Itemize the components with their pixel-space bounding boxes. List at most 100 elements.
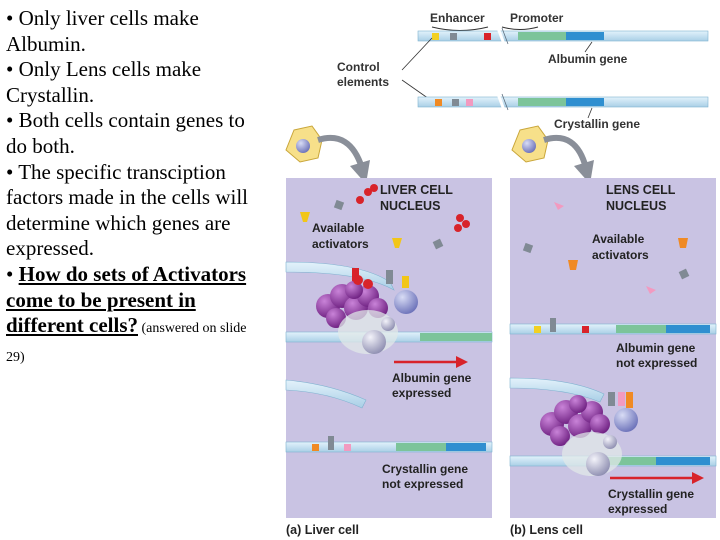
- activator-protein: [456, 214, 464, 222]
- enhancer-bracket: [431, 26, 489, 31]
- activator-protein: [392, 238, 402, 248]
- activator-protein: [356, 196, 364, 204]
- slide-text: • Only liver cells make Albumin. • Only …: [6, 6, 268, 370]
- albumin-promoter: [420, 333, 492, 341]
- transcription-complex: [316, 275, 418, 354]
- gene-expression-figure: Enhancer Promoter Albumin gene Control e…: [285, 11, 717, 537]
- enhancer-element: [466, 99, 473, 106]
- liver-activators-label-line2: activators: [312, 237, 369, 251]
- bound-activator: [352, 268, 359, 282]
- zoom-arrow: [317, 134, 365, 169]
- activator-protein: [364, 188, 372, 196]
- activator-protein: [678, 268, 690, 280]
- crystallin-gene-region: [566, 98, 604, 106]
- transcription-complex: [540, 395, 638, 476]
- question-note: (answered on slide 29): [6, 321, 247, 365]
- nucleus-icon: [522, 139, 536, 153]
- control-elements-label-line2: elements: [337, 75, 389, 89]
- enhancer-element: [344, 444, 351, 451]
- enhancer-element: [534, 326, 541, 333]
- bound-activator: [626, 392, 633, 408]
- liver-not-expressed-label-line2: not expressed: [382, 477, 463, 491]
- lens-caption: (b) Lens cell: [510, 523, 583, 537]
- enhancer-element: [435, 99, 442, 106]
- albumin-gene-region: [566, 32, 604, 40]
- liver-nucleus-title-line2: NUCLEUS: [380, 199, 440, 213]
- albumin-promoter: [616, 325, 666, 333]
- lens-dna-loop: [509, 377, 605, 403]
- liver-dna-loop: [285, 261, 395, 291]
- activator-protein: [678, 238, 688, 248]
- control-pointer: [401, 37, 433, 71]
- crystallin-gene-region: [656, 457, 710, 465]
- enhancer-element: [484, 33, 491, 40]
- activator-protein: [370, 184, 378, 192]
- liver-not-expressed-label-line1: Crystallin gene: [382, 462, 468, 476]
- liver-caption: (a) Liver cell: [286, 523, 359, 537]
- crystallin-gene-label: Crystallin gene: [554, 117, 640, 131]
- liver-nucleus-title-line1: LIVER CELL: [380, 183, 453, 197]
- crystallin-promoter: [396, 443, 446, 451]
- lens-activators-label-line2: activators: [592, 248, 649, 262]
- bound-activator: [608, 392, 615, 406]
- liver-cell-panel: LIVER CELL NUCLEUS Available activators: [285, 125, 493, 537]
- lens-nucleus-title-line2: NUCLEUS: [606, 199, 666, 213]
- lens-nucleus-title-line1: LENS CELL: [606, 183, 676, 197]
- activator-protein: [522, 242, 534, 254]
- activator-protein: [646, 286, 656, 294]
- bound-activator: [402, 276, 409, 288]
- promoter-label: Promoter: [510, 11, 564, 25]
- enhancer-element: [582, 326, 589, 333]
- lens-dna-albumin: [509, 323, 717, 335]
- lens-not-expressed-label-line1: Albumin gene: [616, 341, 696, 355]
- expression-arrowhead: [692, 472, 704, 484]
- liver-expressed-label-line2: expressed: [392, 386, 451, 400]
- liver-nucleus-area: [286, 178, 492, 518]
- zoom-arrow: [543, 134, 589, 169]
- bullet-1: • Only liver cells make Albumin.: [6, 6, 199, 56]
- liver-activators-label-line1: Available: [312, 221, 365, 235]
- lens-not-expressed-label-line2: not expressed: [616, 356, 697, 370]
- activator-protein: [300, 212, 310, 222]
- bullet-4: • The specific transciption factors made…: [6, 159, 249, 261]
- activator-protein: [432, 238, 444, 250]
- enhancer-element: [450, 33, 457, 40]
- albumin-dna-strand: [417, 27, 709, 45]
- enhancer-element: [312, 444, 319, 451]
- albumin-gene-region: [666, 325, 710, 333]
- lens-activators-label-line1: Available: [592, 232, 645, 246]
- activator-protein: [554, 202, 564, 210]
- lens-expressed-label-line2: expressed: [608, 502, 667, 516]
- bullet-2: • Only Lens cells make Crystallin.: [6, 57, 202, 107]
- activator-protein: [454, 224, 462, 232]
- liver-expressed-label-line1: Albumin gene: [392, 371, 472, 385]
- bound-activator: [618, 392, 625, 406]
- expression-arrowhead: [456, 356, 468, 368]
- crystallin-dna-strand: [417, 93, 709, 111]
- promoter-bracket: [501, 26, 539, 30]
- bound-activator: [386, 270, 393, 284]
- bullet-3: • Both cells contain genes to do both.: [6, 108, 245, 158]
- enhancer-element: [452, 99, 459, 106]
- lens-cell-panel: LENS CELL NUCLEUS Available activators A…: [509, 125, 717, 537]
- promoter-region: [518, 32, 566, 40]
- activator-protein: [333, 199, 345, 211]
- question-bullet: •: [6, 261, 19, 286]
- control-elements-label-line1: Control: [337, 60, 380, 74]
- liver-dna-curve: [285, 379, 367, 409]
- crystallin-gene-pointer: [587, 107, 593, 119]
- lens-expressed-label-line1: Crystallin gene: [608, 487, 694, 501]
- albumin-gene-pointer: [584, 41, 593, 53]
- enhancer-label: Enhancer: [430, 11, 485, 25]
- bullet-question: • How do sets of Activators come to be p…: [6, 262, 268, 370]
- question-text: How do sets of Activators come to be pre…: [6, 261, 247, 338]
- enhancer-element: [550, 318, 556, 332]
- albumin-gene-label: Albumin gene: [548, 52, 628, 66]
- enhancer-element: [432, 33, 439, 40]
- liver-dna-crystallin: [285, 441, 493, 453]
- crystallin-promoter: [600, 457, 656, 465]
- promoter-region: [518, 98, 566, 106]
- nucleus-icon: [296, 139, 310, 153]
- crystallin-gene-region: [446, 443, 486, 451]
- activator-protein: [462, 220, 470, 228]
